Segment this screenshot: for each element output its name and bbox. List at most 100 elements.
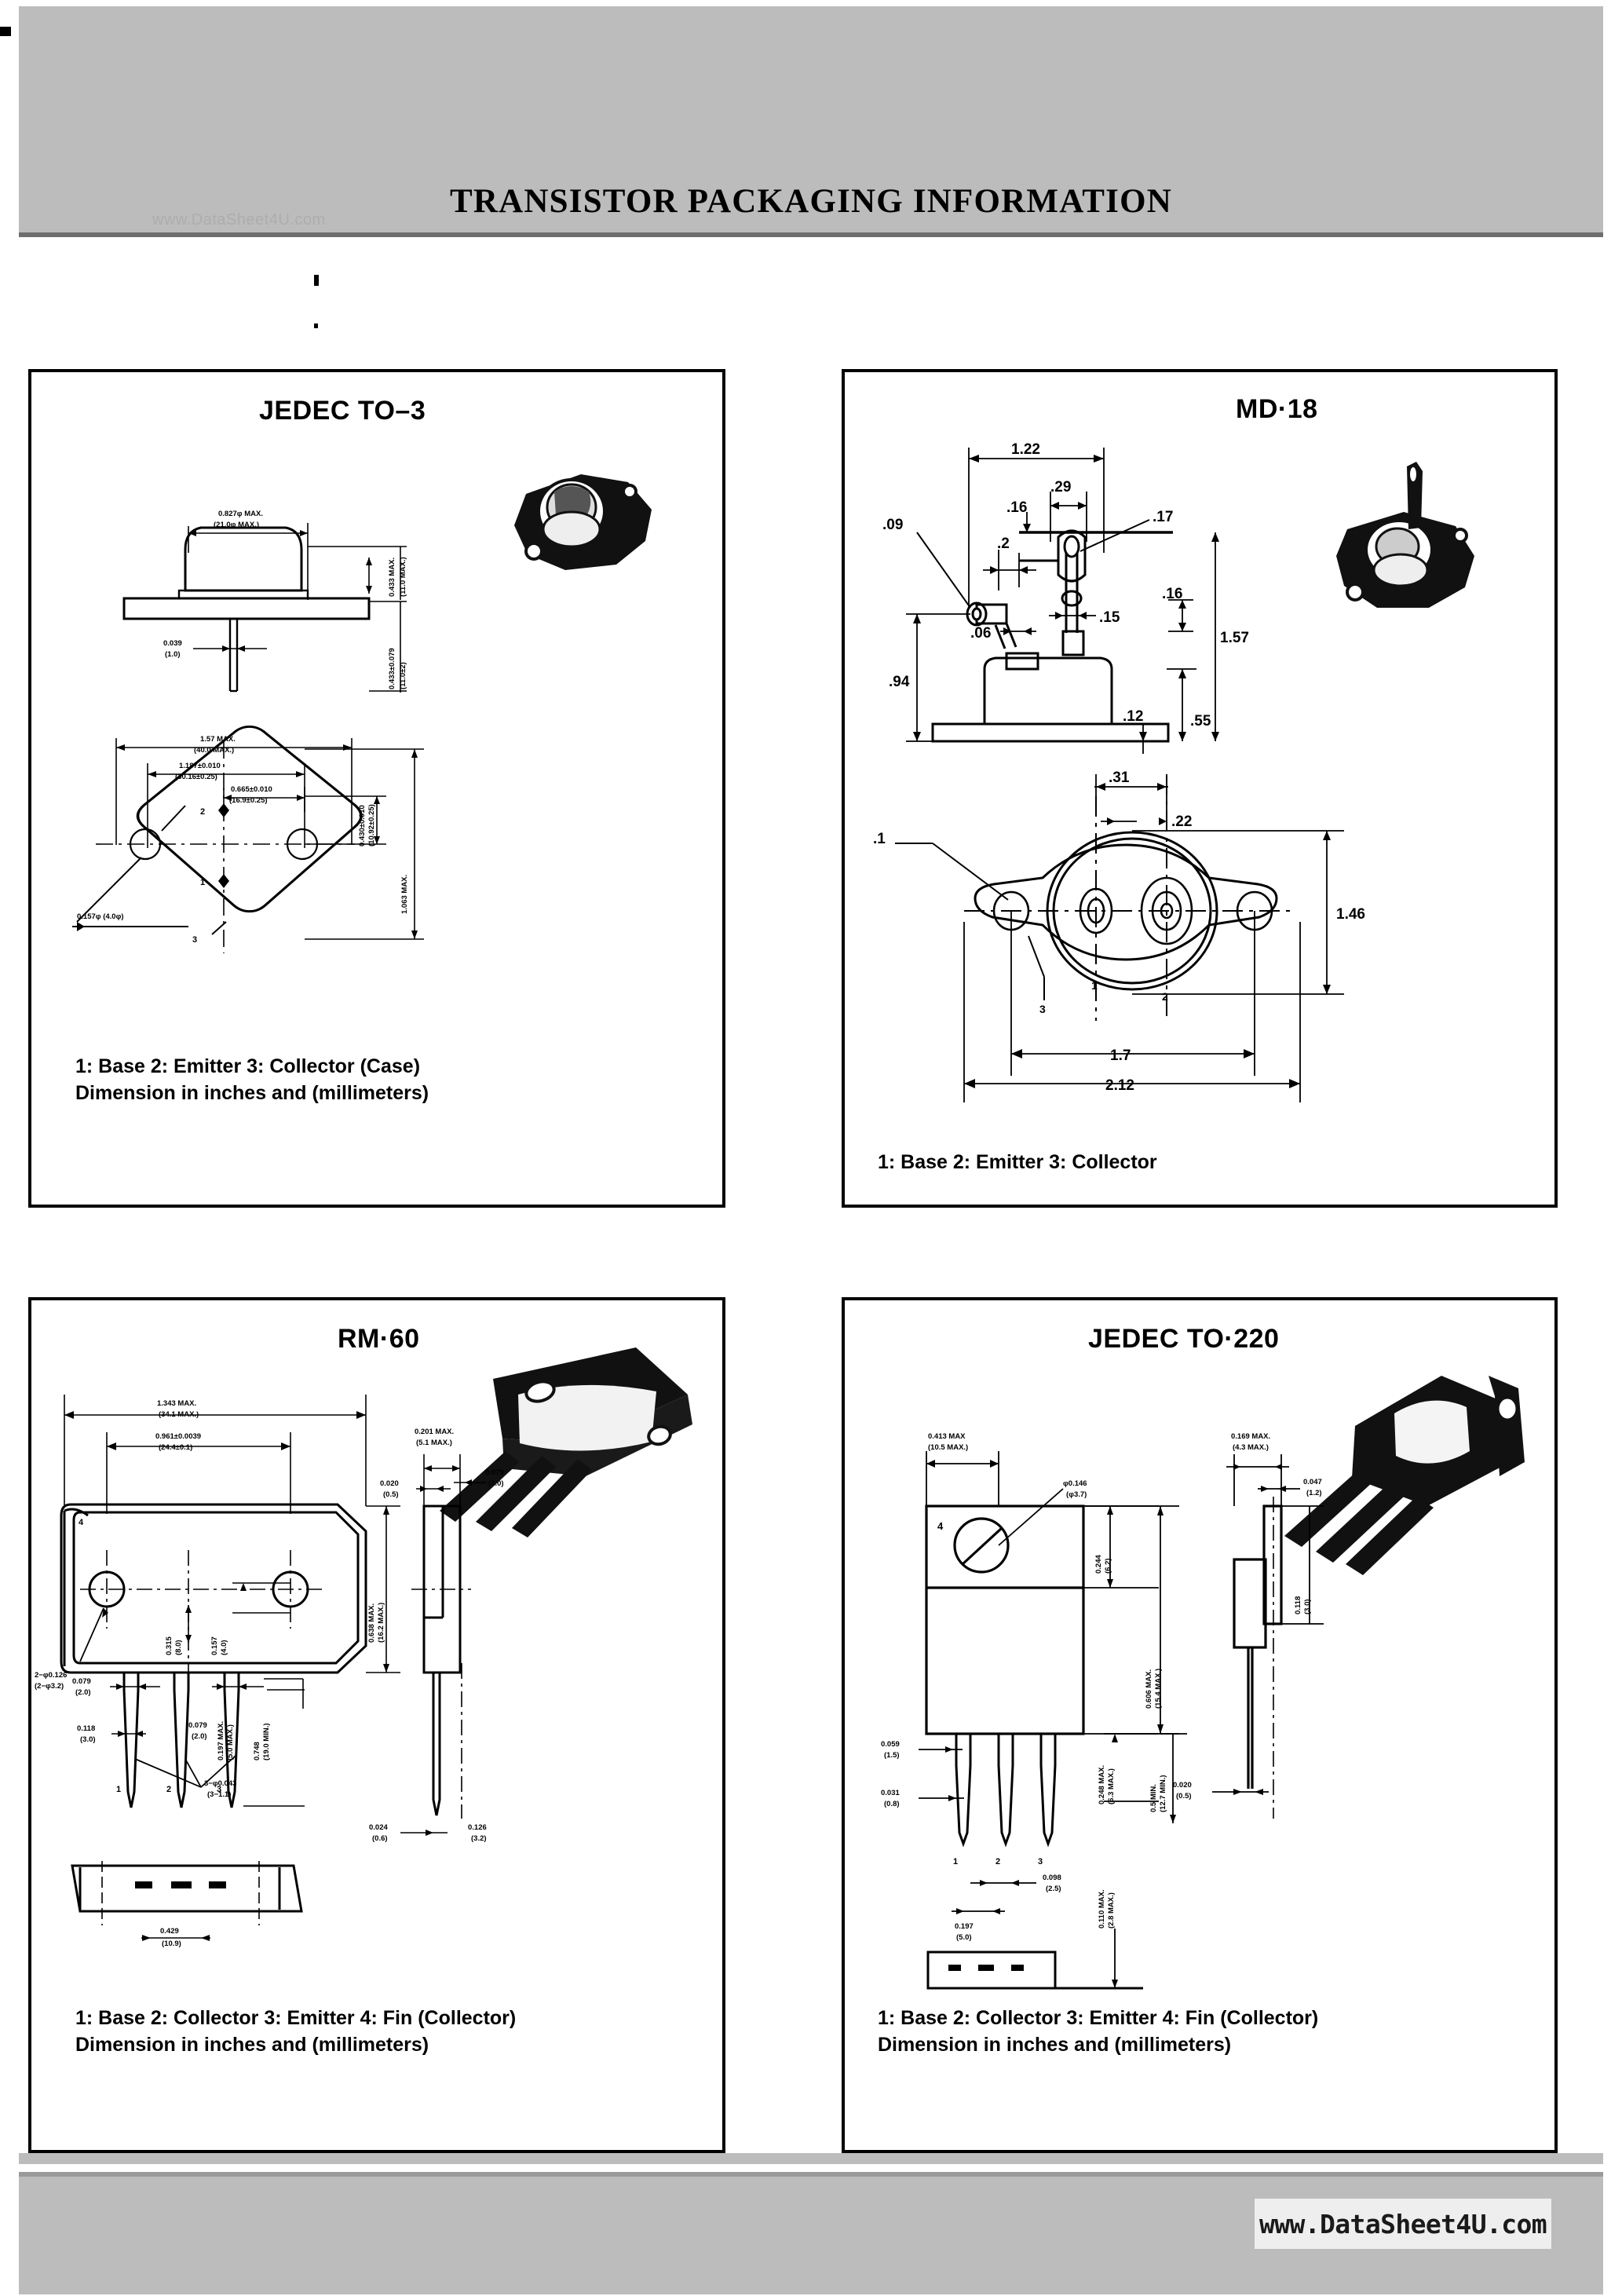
md18-package-photo xyxy=(1336,462,1474,608)
dim-label: 0.244 xyxy=(1094,1555,1103,1574)
panel-title-to220: JEDEC TO·220 xyxy=(1088,1324,1280,1354)
dim-label: 0.315 xyxy=(165,1636,174,1655)
rm60-dim-lead-079b xyxy=(212,1684,264,1690)
md18-dim-157 xyxy=(1211,532,1219,741)
pin-label: 3 xyxy=(1039,1003,1046,1015)
dim-sublabel: (10.92±0.25) xyxy=(367,804,376,846)
pin-label: 2 xyxy=(166,1785,171,1794)
md18-dim-12 xyxy=(1139,724,1147,754)
md18-lead-09 xyxy=(916,532,971,609)
to220-dim-0020 xyxy=(1212,1789,1269,1795)
dim-label: 0.197 MAX. xyxy=(217,1721,225,1760)
pin-label: 3 xyxy=(217,1785,221,1794)
md18-dim-122 xyxy=(968,448,1105,608)
rm60-leads xyxy=(122,1671,240,1808)
dim-sublabel: (3−1.1) xyxy=(207,1790,231,1799)
dim-sublabel: (8.0) xyxy=(174,1640,183,1655)
md18-dim-16-right xyxy=(1168,599,1193,632)
rm60-dim-0315 xyxy=(185,1605,192,1643)
md18-dim-146 xyxy=(1132,830,1344,995)
dim-label: 0.748 xyxy=(253,1742,261,1760)
dim-sublabel: (5.0 MAX.) xyxy=(226,1724,235,1760)
dim-label: 0.118 xyxy=(1294,1596,1302,1614)
md18-dim-16-top xyxy=(1023,512,1031,532)
dim-label: 0.020 xyxy=(1173,1781,1192,1790)
dim-sublabel: (11.0±2) xyxy=(399,662,407,689)
to220-dim-0110 xyxy=(1112,1929,1118,1988)
dim-label: 0.157φ (4.0φ) xyxy=(77,912,124,921)
to220-leads xyxy=(955,1732,1057,1848)
package-panel-to220: JEDEC TO·220 4 xyxy=(842,1297,1558,2153)
rm60-dim-0024 xyxy=(400,1830,448,1836)
rm60-dim-lead-079a xyxy=(110,1684,160,1690)
rm60-dim-0079 xyxy=(454,1479,487,1486)
panel-title-md18: MD·18 xyxy=(1236,394,1318,424)
to220-dim-0059 xyxy=(919,1746,963,1753)
pin-label: 4 xyxy=(79,1518,84,1527)
to3-package-photo xyxy=(514,474,652,570)
md18-leader-1 xyxy=(895,843,1009,901)
rm60-dim-0429 xyxy=(141,1935,210,1941)
to220-dim-05min xyxy=(1160,1733,1187,1823)
rm60-drawing: 1 2 3 4 1.343 MAX. (34.1 MAX.) 0.961± xyxy=(35,1347,692,1948)
dim-sublabel: (16.2 MAX.) xyxy=(377,1603,385,1643)
dim-label: .15 xyxy=(1099,609,1120,626)
md18-dim-29 xyxy=(1050,492,1087,542)
pin-label: 1 xyxy=(116,1785,121,1794)
dim-sublabel: (4.3 MAX.) xyxy=(1233,1443,1269,1452)
to3-centerlines xyxy=(96,741,355,953)
dim-sublabel: (2.0) xyxy=(75,1688,91,1697)
dim-label: 0.079 xyxy=(188,1721,207,1730)
rm60-package-photo xyxy=(440,1347,692,1537)
dim-label: .94 xyxy=(889,674,910,690)
datasheet4u-watermark: www.DataSheet4U.com xyxy=(1255,2199,1551,2249)
dim-label: 0.429 xyxy=(160,1927,179,1936)
md18-dim-212 xyxy=(963,922,1301,1102)
dim-label: 1.46 xyxy=(1336,906,1365,923)
dim-label: 0.079 xyxy=(72,1677,91,1686)
to220-dim-0248 xyxy=(1104,1733,1159,1802)
rm60-side-centerlines xyxy=(411,1589,471,1819)
dim-sublabel: (0.5) xyxy=(1176,1792,1192,1801)
dim-sublabel: (34.1 MAX.) xyxy=(159,1410,199,1419)
pin-label: 1 xyxy=(200,878,205,887)
to3-side-view xyxy=(122,526,371,693)
footer-divider-strip xyxy=(19,2153,1603,2164)
dim-sublabel: (30.16±0.25) xyxy=(175,773,217,781)
dim-label: 0.031 xyxy=(881,1789,900,1797)
dim-label: .55 xyxy=(1190,713,1211,729)
dim-label: 1.187±0.010 xyxy=(179,762,221,770)
to220-dim-0169 xyxy=(1226,1454,1289,1506)
header-edge-mark xyxy=(0,27,11,36)
scan-speck xyxy=(314,324,318,328)
md18-dim-94 xyxy=(906,613,970,742)
md18-bottom-centerlines xyxy=(964,774,1292,1021)
rm60-dim-0748 xyxy=(243,1689,305,1807)
md18-dim-55 xyxy=(1167,668,1196,741)
dim-label: .16 xyxy=(1006,499,1027,516)
dim-label: 0.197 xyxy=(955,1922,974,1931)
dim-label: 0.248 MAX. xyxy=(1098,1765,1106,1804)
md18-dim-15 xyxy=(1049,612,1096,620)
dim-label: 0.118 xyxy=(77,1724,95,1733)
panel-caption-to220: 1: Base 2: Collector 3: Emitter 4: Fin (… xyxy=(878,2005,1318,2059)
watermark-text: www.DataSheet4U.com xyxy=(1259,2208,1547,2239)
rm60-dim-lead-118 xyxy=(111,1731,146,1737)
to3-dim-width-0665 xyxy=(223,787,305,812)
caption-line: 1: Base 2: Collector 3: Emitter 4: Fin (… xyxy=(75,2007,517,2029)
dim-label: 0.079 xyxy=(485,1468,504,1477)
dim-sublabel: (10.9) xyxy=(162,1940,181,1948)
rm60-hole-callout xyxy=(79,1607,108,1662)
md18-drawing: 1.22 .29 .16 .17 .09 xyxy=(873,441,1474,1102)
dim-sublabel: (10.5 MAX.) xyxy=(928,1443,968,1452)
dim-label: 0.059 xyxy=(881,1740,900,1749)
package-panel-rm60: RM·60 xyxy=(28,1297,725,2153)
dim-sublabel: (1.2) xyxy=(1306,1489,1322,1497)
to3-dim-heights xyxy=(308,546,407,693)
dim-label: 0.638 MAX. xyxy=(367,1603,376,1643)
dim-label: 0.430±0.010 xyxy=(358,805,367,846)
dim-label: 0.024 xyxy=(369,1823,388,1832)
md18-dim-22 xyxy=(1101,817,1167,825)
dim-label: .09 xyxy=(882,517,903,533)
